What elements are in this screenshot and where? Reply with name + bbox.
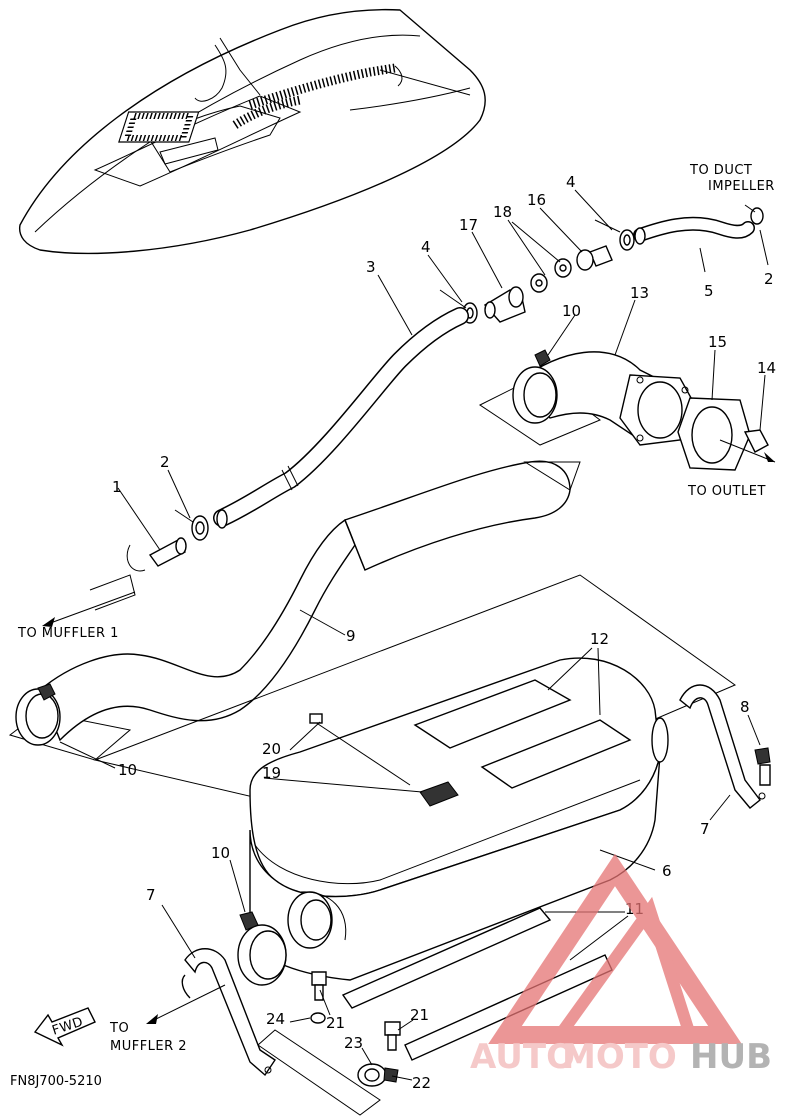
- label-7-right: 7: [700, 820, 710, 838]
- label-2-left: 2: [160, 453, 170, 471]
- label-10-top: 10: [562, 302, 581, 320]
- direction-arrows: [42, 591, 226, 1024]
- muffler-body-6: [93, 574, 737, 981]
- label-16: 16: [527, 191, 546, 209]
- label-24: 24: [266, 1010, 285, 1028]
- clamp-10-lower: [237, 911, 287, 986]
- watercraft-overview: [18, 8, 486, 255]
- watermark-moto: MOTO: [562, 1037, 677, 1077]
- label-9: 9: [346, 627, 356, 645]
- label-20: 20: [262, 740, 281, 758]
- label-5: 5: [704, 282, 714, 300]
- label-6: 6: [662, 862, 672, 880]
- watermark-logo: AUTO MOTO HUB: [470, 853, 772, 1077]
- outlet-elbow-assembly: [479, 349, 776, 471]
- leader-lines: [59, 189, 769, 1081]
- label-1: 1: [112, 478, 122, 496]
- note-to-muffler-1: TO MUFFLER 1: [17, 626, 119, 641]
- note-impeller: IMPELLER: [708, 179, 775, 194]
- watermark-auto: AUTO: [470, 1037, 575, 1077]
- mounting-band-left: [181, 948, 381, 1116]
- label-21-left: 21: [326, 1014, 345, 1032]
- hose-3: [213, 307, 469, 529]
- label-23: 23: [344, 1034, 363, 1052]
- label-3: 3: [366, 258, 376, 276]
- water-hose-assembly: [439, 204, 764, 324]
- label-13: 13: [630, 284, 649, 302]
- label-12: 12: [590, 630, 609, 648]
- clamp-and-fitting-left: [89, 509, 209, 611]
- fwd-arrow-icon: [33, 1007, 96, 1047]
- label-2-right: 2: [764, 270, 774, 288]
- note-to-duct: TO DUCT: [689, 163, 752, 178]
- watermark-hub: HUB: [690, 1037, 772, 1077]
- label-8: 8: [740, 698, 750, 716]
- fwd-label: FWD: [50, 1015, 85, 1039]
- label-15: 15: [708, 333, 727, 351]
- label-4-left: 4: [421, 238, 431, 256]
- label-19: 19: [262, 764, 281, 782]
- label-10-left: 10: [118, 761, 137, 779]
- label-22: 22: [412, 1074, 431, 1092]
- label-14: 14: [757, 359, 776, 377]
- label-17: 17: [459, 216, 478, 234]
- muffler-pipe-9: [8, 460, 581, 761]
- fasteners-lower: [310, 971, 401, 1087]
- direction-notes: TO DUCT IMPELLER TO OUTLET TO MUFFLER 1 …: [10, 163, 775, 1089]
- label-10-bottom: 10: [211, 844, 230, 862]
- note-to-outlet: TO OUTLET: [687, 484, 766, 499]
- mounting-band-right: [679, 684, 771, 809]
- label-21-right: 21: [410, 1006, 429, 1024]
- note-muffler-2: MUFFLER 2: [110, 1039, 187, 1054]
- diagram-code: FN8J700-5210: [10, 1074, 102, 1089]
- label-18: 18: [493, 203, 512, 221]
- label-7-left: 7: [146, 886, 156, 904]
- label-4-right: 4: [566, 173, 576, 191]
- note-to: TO: [109, 1021, 129, 1036]
